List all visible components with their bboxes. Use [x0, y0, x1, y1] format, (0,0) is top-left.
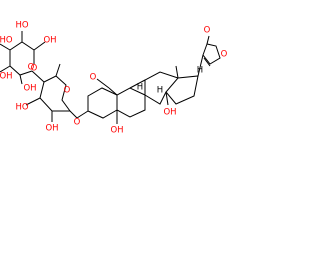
c8-h-label: H: [157, 86, 163, 96]
c9-c10-bond: [129, 79, 146, 89]
aldehyde-o-label: O: [90, 73, 97, 83]
sugar1-c2-oh-label: OH: [45, 124, 58, 134]
sugar1-c3-oh-label: HO: [15, 103, 28, 113]
lactone-ketone-o-label: O: [204, 26, 211, 36]
sugar2-anomeric-bond: [19, 74, 23, 85]
c3-o-bond: [76, 110, 89, 119]
c3-glycoside-o-label: O: [74, 118, 81, 128]
lactone-carbonyl-bond: [206, 35, 210, 45]
sugar2-ch2oh-bond: [0, 65, 11, 73]
sugar2-oh-bond-a: [0, 43, 11, 51]
lactone-ring: [202, 43, 221, 65]
c5-oh-label: OH: [110, 126, 123, 136]
o-sugar1-bond: [69, 110, 78, 119]
sugar1-glycoside-o-label: O: [28, 63, 35, 73]
ring-a: [87, 87, 118, 119]
sugar2-oh-label-c: HO: [0, 36, 13, 46]
bond-lines: [0, 31, 221, 124]
sugar2-oh-bond-c: [33, 41, 46, 51]
ch2oh-oh-label: OH: [23, 84, 36, 94]
c13-methyl-bond: [175, 65, 179, 79]
sugar1-c3-oh-bond: [25, 97, 41, 106]
sugar2-ring-o-label: O: [31, 64, 38, 74]
aldehyde-bond: [96, 78, 110, 89]
sugar2-oh-label-a: OH: [43, 36, 56, 46]
sugar1-ring-o-label: O: [64, 86, 71, 96]
structure-canvas: O O O OH OH O O OH HO O O OH HO HO OH OH…: [0, 21, 228, 136]
c19-bond: [108, 87, 118, 96]
lactone-ring-o-label: O: [221, 50, 228, 60]
lactone-double-bond: [203, 57, 211, 67]
atom-labels: O O O OH OH O O OH HO O O OH HO HO OH OH…: [0, 21, 228, 136]
ring-d: [165, 75, 199, 105]
sugar2-oh-label-b: HO: [15, 21, 28, 31]
sugar1-ring: [39, 75, 71, 112]
sugar2-oh-label-d: OH: [0, 72, 13, 82]
sugar1-o-sugar2-bond: [31, 70, 45, 83]
c14-oh-bond: [165, 91, 169, 106]
c17-h-label: H: [197, 66, 203, 76]
c9-h-label: H: [137, 83, 143, 93]
ring-c: [144, 71, 179, 105]
c17-lactone-bond: [197, 54, 204, 77]
c14-oh-label: OH: [163, 108, 176, 118]
molecule-structure: O O O OH OH O O OH HO O O OH HO HO OH OH…: [0, 21, 228, 136]
sugar1-methyl-bond: [55, 63, 61, 77]
